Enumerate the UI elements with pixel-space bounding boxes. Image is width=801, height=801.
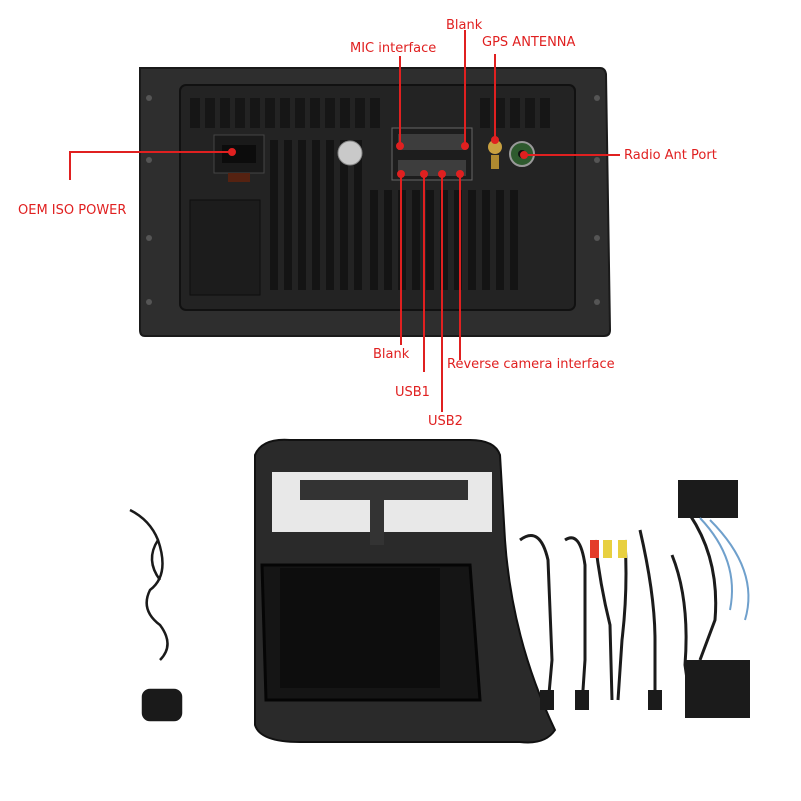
label-oem-iso-power: OEM ISO POWER — [18, 203, 127, 218]
label-reverse-camera: Reverse camera interface — [447, 357, 615, 372]
label-usb2: USB2 — [428, 414, 463, 429]
gps-antenna — [129, 508, 183, 722]
rca-plugs — [590, 540, 627, 558]
label-mic-interface: MIC interface — [350, 41, 437, 56]
label-radio-ant-port: Radio Ant Port — [624, 148, 717, 163]
harness-box — [678, 480, 750, 718]
callout-lines — [69, 30, 620, 412]
label-usb1: USB1 — [395, 385, 430, 400]
label-blank-top: Blank — [446, 18, 483, 33]
label-blank-bottom: Blank — [373, 347, 410, 362]
head-unit-rear — [139, 67, 612, 337]
dash-frame — [254, 438, 557, 744]
label-gps-antenna: GPS ANTENNA — [482, 35, 576, 50]
cables — [519, 514, 718, 706]
usb-plugs — [540, 690, 662, 710]
